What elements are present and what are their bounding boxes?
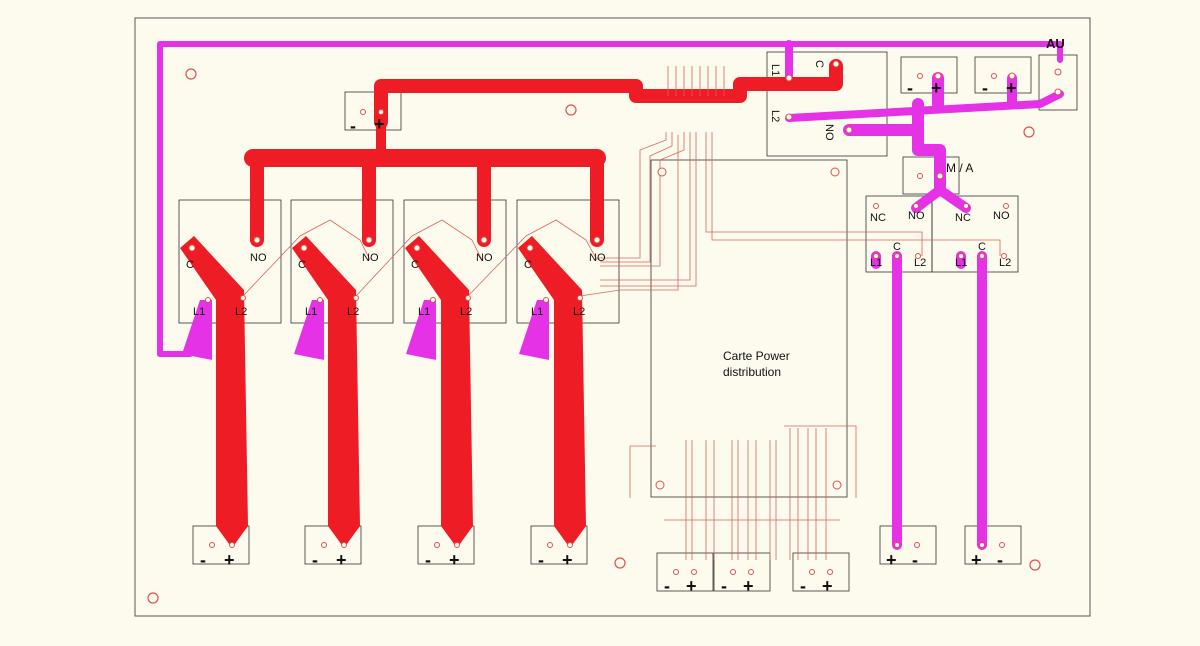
plus-4: + <box>224 550 235 570</box>
board-outline <box>134 17 1091 617</box>
minus-10: - <box>800 576 806 596</box>
top-copper <box>244 59 843 247</box>
plus-5: + <box>336 550 347 570</box>
relay-power-tracks <box>180 236 586 548</box>
minus-5: - <box>312 550 318 570</box>
top-relay-l1: L1 <box>769 64 781 76</box>
plus-2: + <box>931 78 942 98</box>
bottom-copper <box>157 40 1064 550</box>
no-label-1: NO <box>908 210 925 222</box>
relay-2-labels: C NO L1 L2 <box>298 252 379 318</box>
relay-2-l2: L2 <box>347 306 359 318</box>
plus-10: + <box>822 576 833 596</box>
relay-2-l1: L1 <box>305 306 317 318</box>
plus-6: + <box>449 550 460 570</box>
l2-label-2: L2 <box>999 257 1011 269</box>
c-label-1: C <box>893 241 901 253</box>
relay-4-no: NO <box>589 252 606 264</box>
l1-pads <box>182 300 549 360</box>
carte-label-2: distribution <box>723 365 781 379</box>
relay-1-l2: L2 <box>235 306 247 318</box>
nc-label-2: NC <box>955 212 971 224</box>
plus-7: + <box>562 550 573 570</box>
minus-8: - <box>664 576 670 596</box>
carte-label-1: Carte Power <box>723 349 790 363</box>
l2-label-1: L2 <box>914 257 926 269</box>
minus-2: - <box>907 78 913 98</box>
relay-3-l1: L1 <box>418 306 430 318</box>
plus-1: + <box>374 114 385 134</box>
relay-4-c: C <box>524 259 532 271</box>
minus-12: - <box>997 550 1003 570</box>
l1-label-2: L1 <box>955 257 967 269</box>
relay-1-labels: C NO L1 L2 <box>186 252 267 318</box>
top-relay-l2: L2 <box>769 110 781 122</box>
relay-4-labels: C NO L1 L2 <box>524 252 606 318</box>
component-outlines <box>178 51 1078 592</box>
relay-4-l2: L2 <box>573 306 585 318</box>
plus-12: + <box>971 550 982 570</box>
relay-1-c: C <box>186 259 194 271</box>
relay-3-no: NO <box>476 252 493 264</box>
polarity-marks: - + - + - + - + - + - + - + - + - + - + … <box>200 78 1017 596</box>
plus-11: + <box>886 550 897 570</box>
relay-2-no: NO <box>362 252 379 264</box>
relay-3-labels: C NO L1 L2 <box>411 252 493 318</box>
relay-1-no: NO <box>250 252 267 264</box>
minus-11: - <box>912 550 918 570</box>
relay-3-c: C <box>411 259 419 271</box>
plus-9: + <box>743 576 754 596</box>
top-relay-c: C <box>813 60 825 68</box>
relay-4-l1: L1 <box>531 306 543 318</box>
relay-1-l1: L1 <box>193 306 205 318</box>
c-label-2: C <box>978 241 986 253</box>
top-relay-no: NO <box>823 124 835 141</box>
l1-label-1: L1 <box>870 257 882 269</box>
plus-8: + <box>686 576 697 596</box>
minus-9: - <box>721 576 727 596</box>
mounting-holes <box>147 68 1041 604</box>
minus-3: - <box>982 78 988 98</box>
minus-7: - <box>538 550 544 570</box>
pads <box>188 60 1062 575</box>
fine-traces <box>242 66 1001 560</box>
plus-3: + <box>1006 78 1017 98</box>
minus-6: - <box>425 550 431 570</box>
relay-3-l2: L2 <box>460 306 472 318</box>
no-label-2: NO <box>993 210 1010 222</box>
au-label: AU <box>1046 36 1065 51</box>
minus-1: - <box>350 116 356 136</box>
relay-2-c: C <box>298 259 306 271</box>
minus-4: - <box>200 550 206 570</box>
nc-label-1: NC <box>870 212 886 224</box>
ma-label: M / A <box>946 161 973 175</box>
